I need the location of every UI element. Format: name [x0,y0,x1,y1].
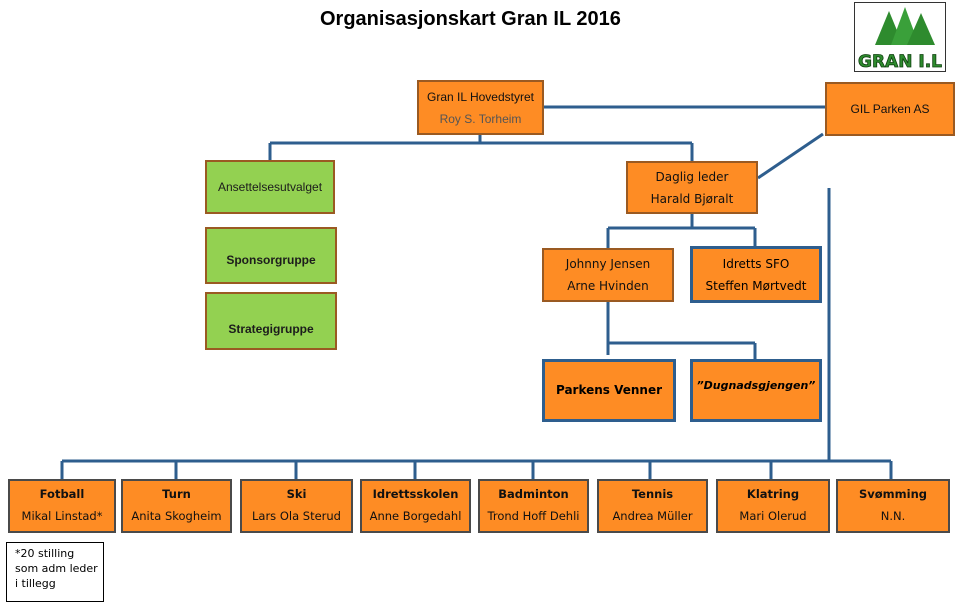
dept-tennis: Tennis Andrea Müller [597,479,708,533]
dept-klatring: Klatring Mari Olerud [716,479,830,533]
dept-turn: Turn Anita Skogheim [121,479,232,533]
dept-svomming: Svømming N.N. [836,479,950,533]
staff-box: Johnny Jensen Arne Hvinden [542,248,674,302]
dept-person: Andrea Müller [612,509,693,523]
tree-logo-icon: GRAN I.L [855,7,945,72]
sfo-line1: Idretts SFO [722,256,790,271]
dugnad-name: ”Dugnadsgjengen” [696,379,816,392]
dept-name: Badminton [498,487,569,501]
footnote-line: i tillegg [15,577,56,590]
dept-name: Idrettsskolen [372,487,459,501]
dept-person: Anita Skogheim [131,509,222,523]
sfo-box: Idretts SFO Steffen Mørtvedt [690,246,822,303]
dept-name: Fotball [39,487,85,501]
dept-person: Mari Olerud [739,509,807,523]
dept-person: Lars Ola Sterud [252,509,341,523]
dept-name: Tennis [631,487,674,501]
board-box: Gran IL Hovedstyret Roy S. Torheim [417,80,544,135]
staff-line1: Johnny Jensen [565,257,651,271]
parken-box: GIL Parken AS [825,82,955,136]
club-logo: GRAN I.L [854,2,946,72]
ansettelse-box: Ansettelsesutvalget [205,160,335,214]
parken-name: GIL Parken AS [850,101,930,116]
daglig-leder-box: Daglig leder Harald Bjøralt [626,161,758,214]
dept-name: Svømming [858,487,927,501]
ansettelse-name: Ansettelsesutvalget [217,179,323,194]
parkens-venner-name: Parkens Venner [555,383,663,398]
dept-person: N.N. [880,509,906,523]
dept-ski: Ski Lars Ola Sterud [240,479,353,533]
footnote-line: *20 stilling [15,547,75,560]
strategi-box: Strategigruppe [205,292,337,350]
board-person: Roy S. Torheim [439,111,522,126]
logo-text: GRAN I.L [858,52,942,71]
strategi-name: Strategigruppe [228,322,314,336]
sponsor-box: Sponsorgruppe [205,227,337,284]
dept-name: Klatring [746,487,800,501]
dept-idrettsskolen: Idrettsskolen Anne Borgedahl [360,479,471,533]
sponsor-name: Sponsorgruppe [226,253,316,267]
dugnad-box: ”Dugnadsgjengen” [690,359,822,422]
dept-fotball: Fotball Mikal Linstad* [8,479,116,533]
parkens-venner-box: Parkens Venner [542,359,676,422]
daglig-role: Daglig leder [655,169,729,184]
dept-person: Trond Hoff Dehli [487,509,580,523]
dept-name: Ski [286,487,307,501]
footnote-box: *20 stilling som adm leder i tillegg [6,542,104,602]
page-title: Organisasjonskart Gran IL 2016 [320,8,621,30]
staff-line2: Arne Hvinden [567,279,649,293]
daglig-person: Harald Bjøralt [650,191,734,206]
dept-name: Turn [162,487,191,501]
dept-badminton: Badminton Trond Hoff Dehli [478,479,589,533]
dept-person: Anne Borgedahl [369,509,462,523]
dept-person: Mikal Linstad* [21,509,103,523]
sfo-line2: Steffen Mørtvedt [705,278,807,293]
footnote-line: som adm leder [15,562,98,575]
board-name: Gran IL Hovedstyret [427,89,534,104]
